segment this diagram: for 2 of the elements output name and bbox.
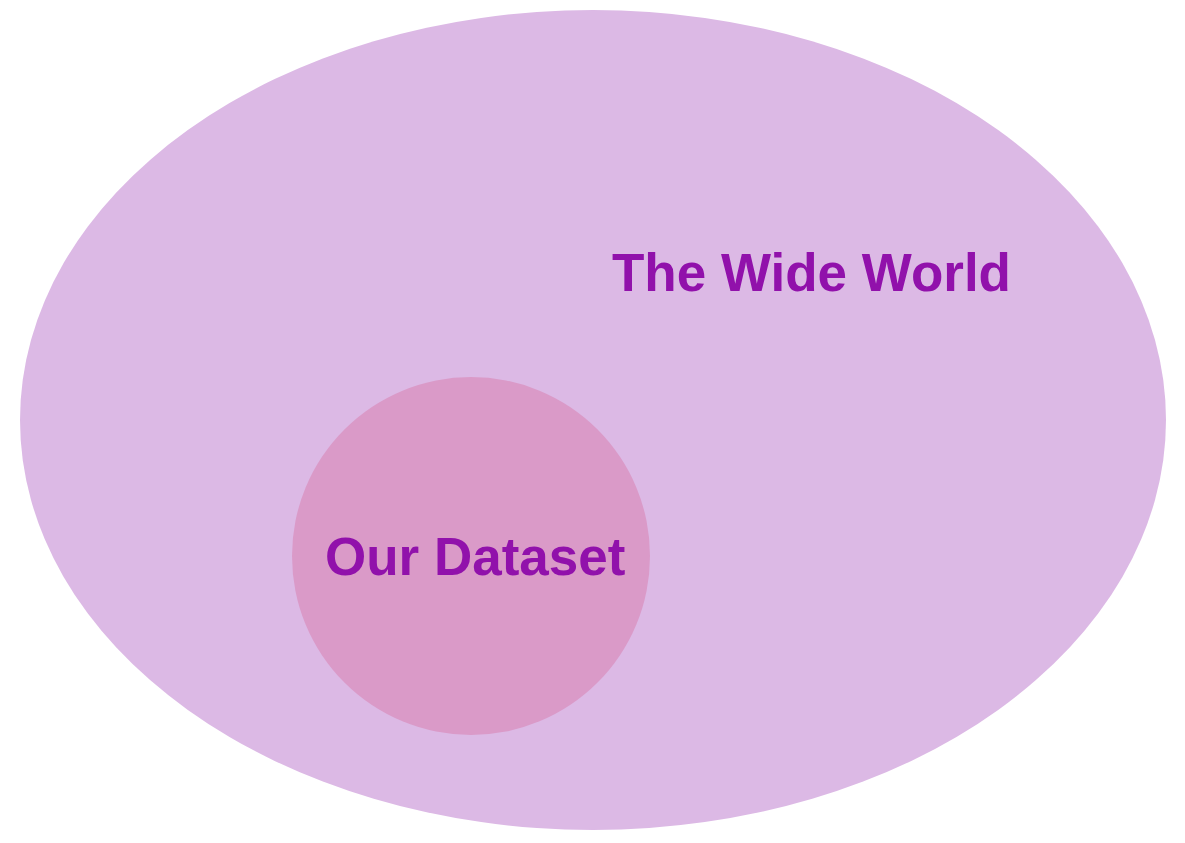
region-label: The Wide World <box>612 242 1011 303</box>
region-label: Our Dataset <box>325 526 626 587</box>
